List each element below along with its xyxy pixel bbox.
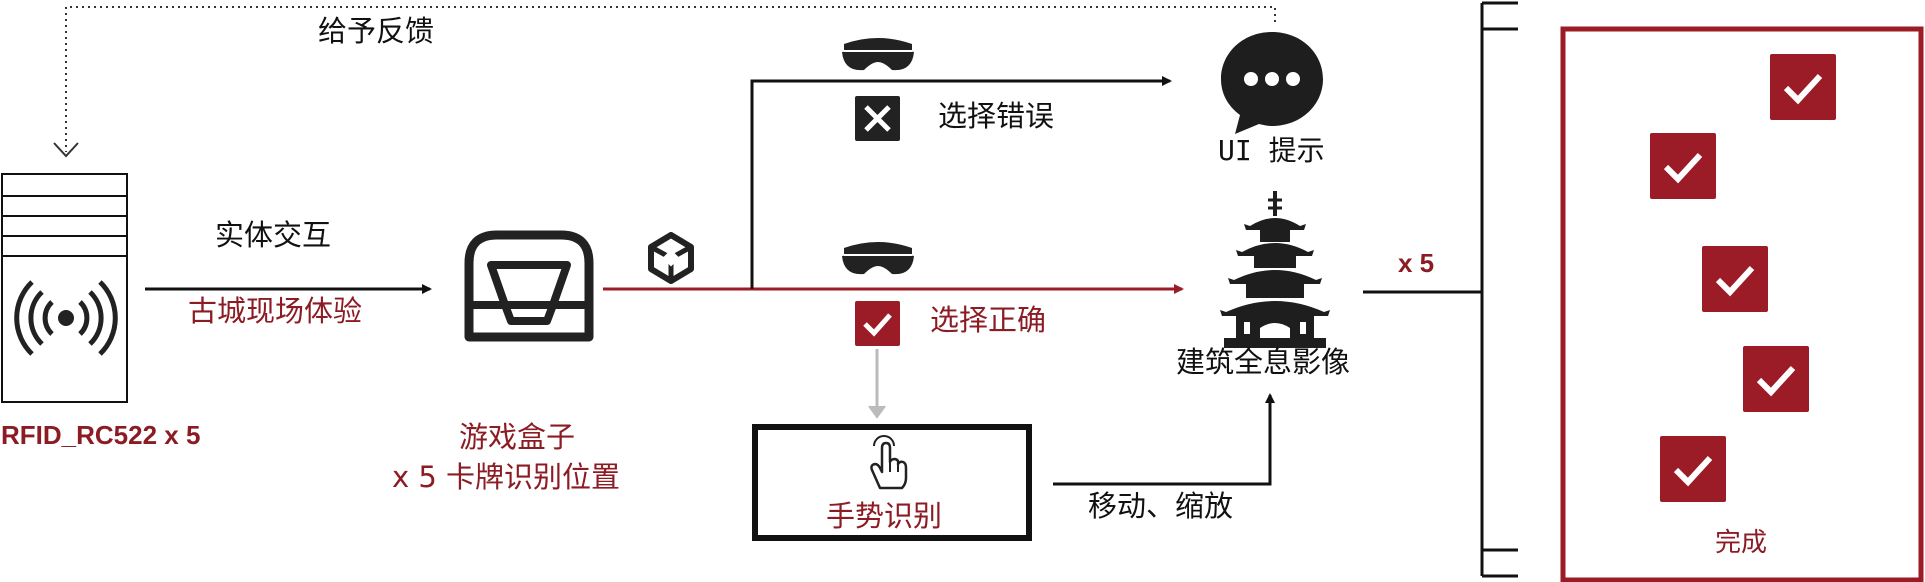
touch-hand [866,432,910,492]
vr-headset-icon [842,242,914,275]
hologram-label: 建筑全息影像 [1176,345,1351,379]
unity-logo-icon [648,232,694,284]
headset-middle [838,234,918,278]
checkmark-icon [1756,365,1796,397]
tray-box-icon [464,230,594,342]
wrong-branch-line [750,76,1172,289]
card-recognition-label: x 5 卡牌识别位置 [392,460,621,494]
wrong-choice-label: 选择错误 [938,99,1055,133]
checkmark-icon [1663,152,1703,184]
vr-headset-icon [842,38,914,71]
complete-check-4 [1743,346,1809,412]
ui-hint-bubble [1215,26,1330,138]
rfid-label: RFID_RC522 x 5 [1,420,201,450]
checkmark-icon [863,313,892,337]
pagoda [1220,188,1330,350]
feedback-label: 给予反馈 [318,14,435,48]
feedback-line [65,6,1276,152]
completion-frame [1560,26,1924,582]
rfid-reader-icon [1,173,128,403]
check-mark [855,301,900,346]
checkmark-icon [1783,73,1823,105]
x-mark [855,96,900,141]
unity-logo [645,232,697,284]
complete-check-1 [1770,54,1836,120]
ancient-city-label: 古城现场体验 [188,294,363,328]
touch-hand-icon [870,435,908,490]
pagoda-icon [1220,191,1330,348]
game-box [455,225,603,349]
checkmark-icon [1673,455,1713,487]
checkmark-icon [1715,265,1755,297]
rfid-reader [0,172,130,404]
times-five-label: x 5 [1398,248,1435,278]
move-zoom-label: 移动、缩放 [1088,489,1234,523]
headset-top [838,30,918,74]
x-mark-icon [864,105,891,132]
chat-bubble-icon [1221,32,1323,134]
gesture-label: 手势识别 [826,499,943,533]
physical-interaction-label: 实体交互 [215,218,332,252]
gesture-to-hologram-line [1053,393,1275,486]
gesture-frame [752,424,1032,541]
ui-hint-label: UI 提示 [1218,134,1325,167]
feedback-arrowhead [53,142,79,158]
complete-check-5 [1660,436,1726,502]
game-box-label: 游戏盒子 [459,420,576,454]
complete-check-2 [1650,133,1716,199]
right-choice-label: 选择正确 [930,303,1047,337]
complete-label: 完成 [1715,528,1768,558]
complete-check-3 [1702,246,1768,312]
